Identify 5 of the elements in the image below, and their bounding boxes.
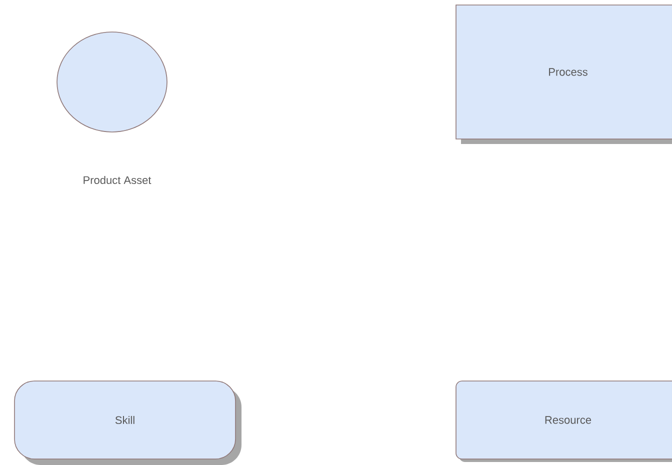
caption-text: Product Asset xyxy=(84,176,152,184)
ellipse-node xyxy=(56,32,168,132)
rounded-box: Resource xyxy=(456,380,672,462)
rounded-box: Skill xyxy=(14,380,242,465)
process-box: Process xyxy=(456,4,672,144)
